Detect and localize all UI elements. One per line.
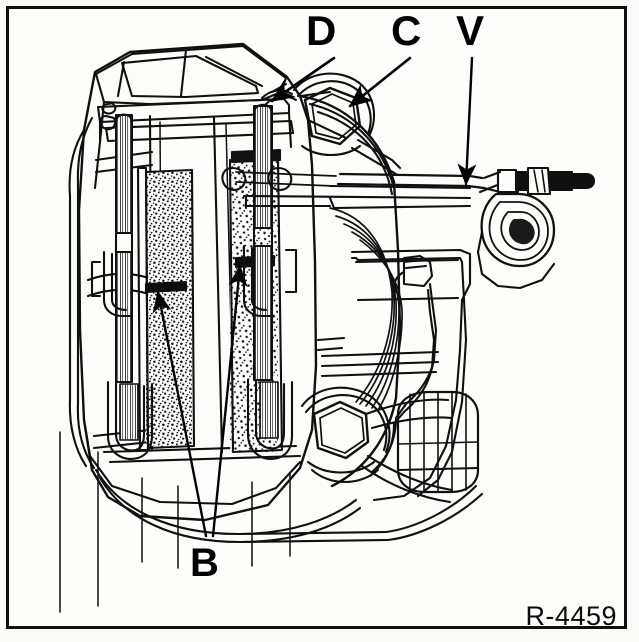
callout-label-v: V xyxy=(456,7,485,54)
callout-label-c: C xyxy=(391,7,422,54)
callout-label-d: D xyxy=(306,7,337,54)
callout-label-b: B xyxy=(190,541,219,585)
figure-reference-code: R-4459 xyxy=(525,601,617,631)
